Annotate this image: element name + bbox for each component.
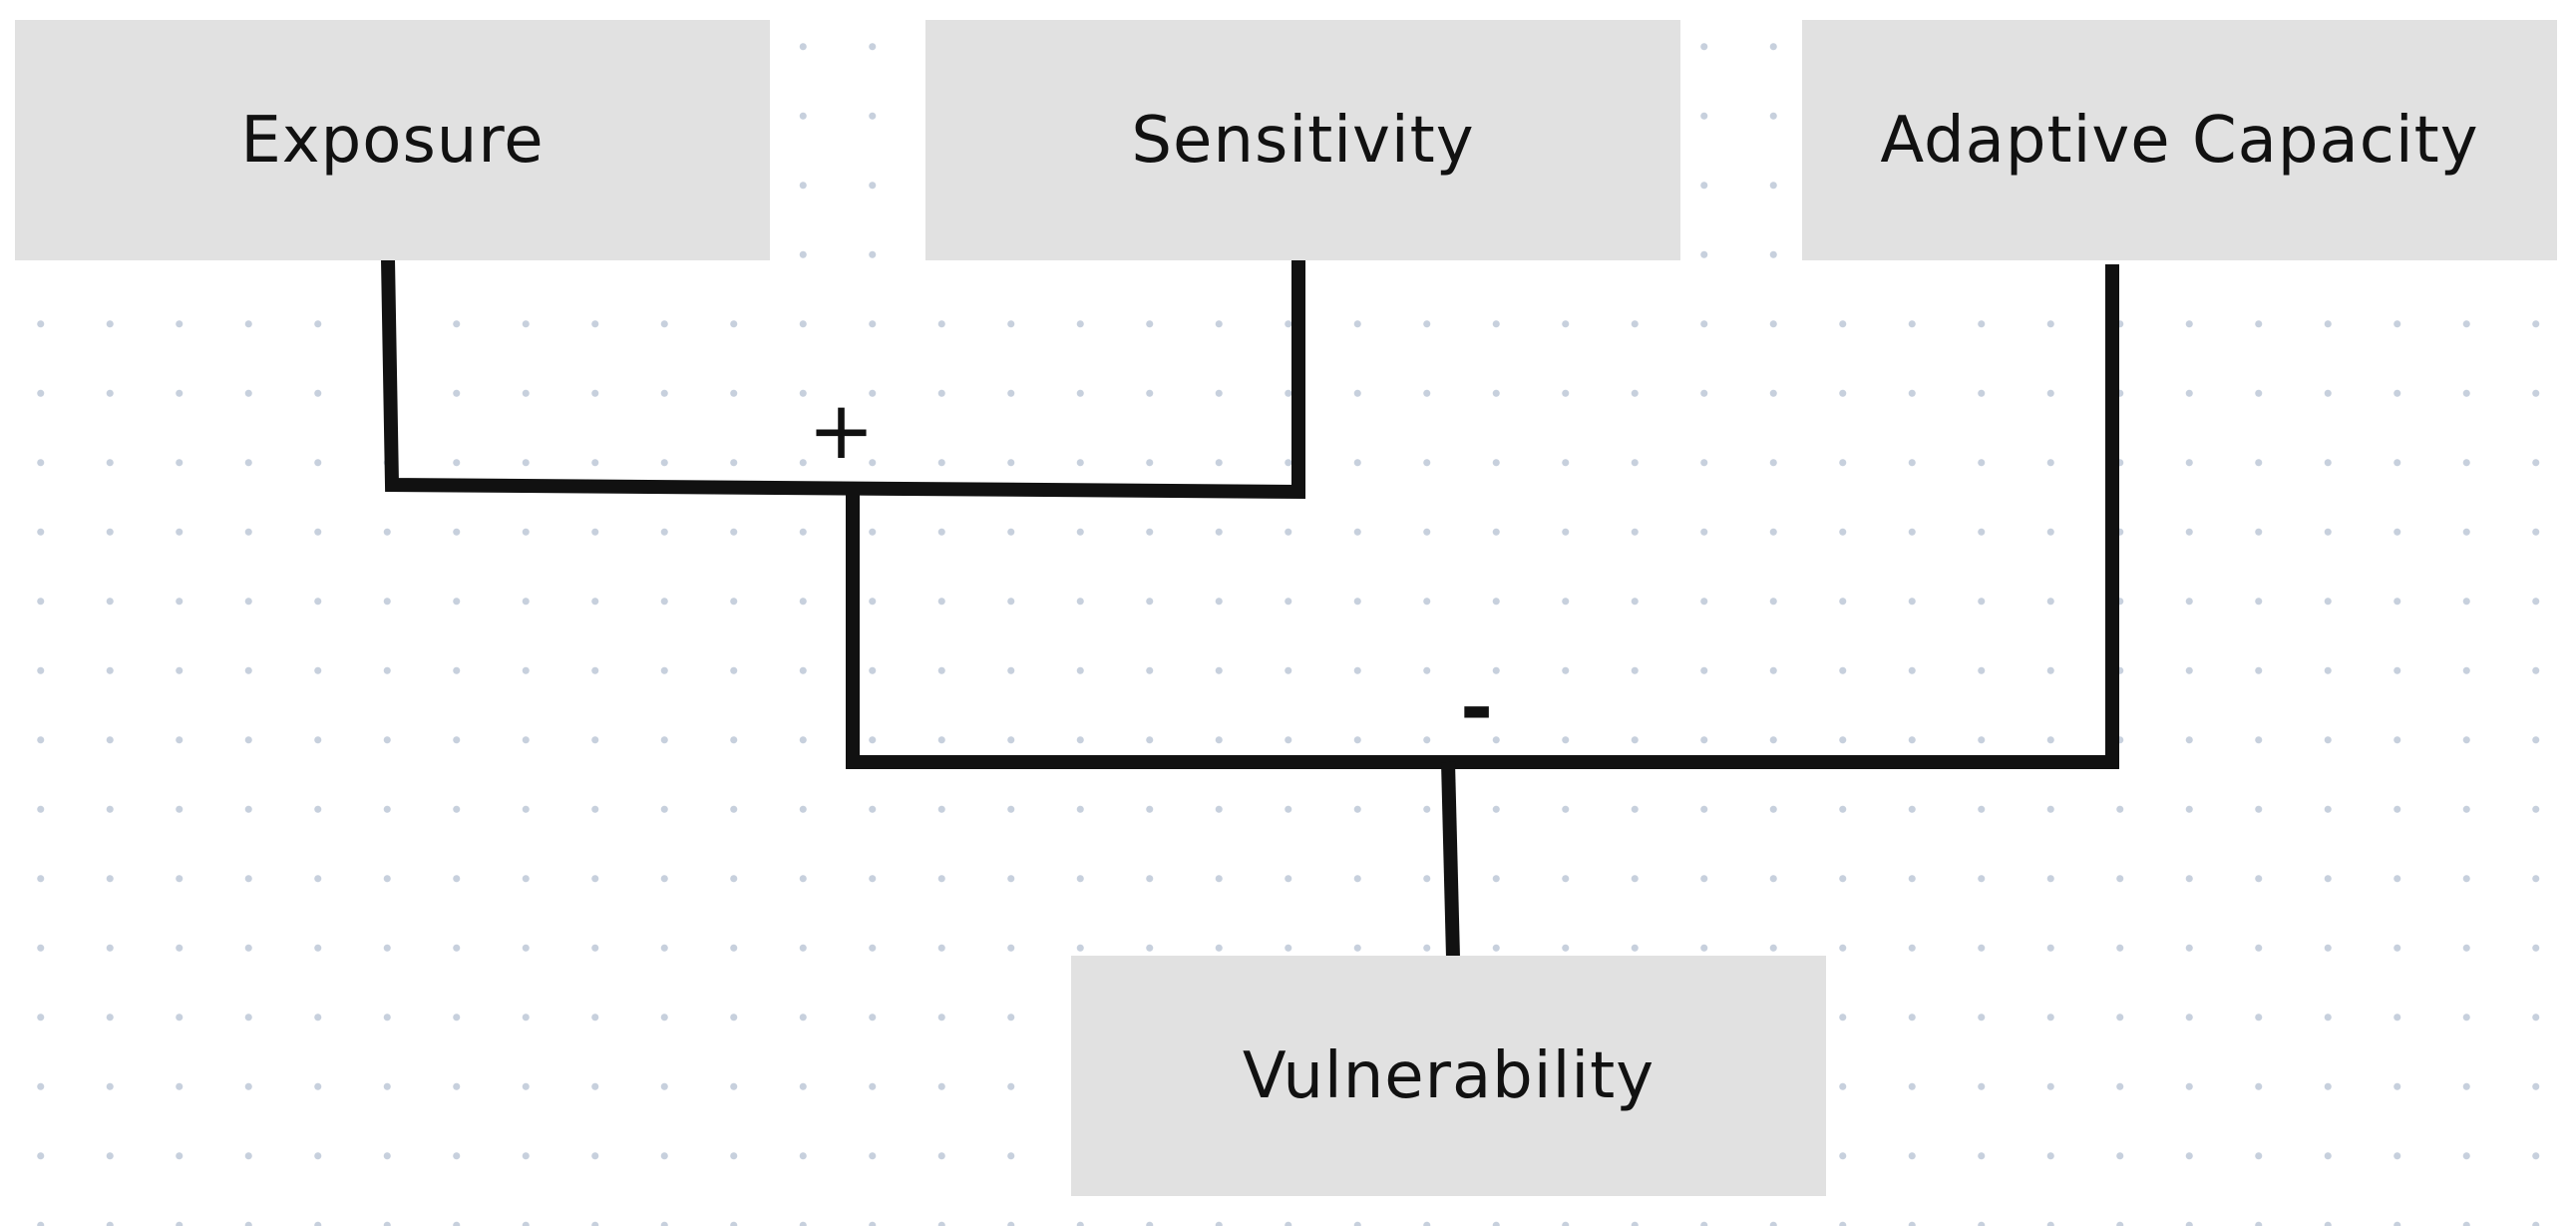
vulnerability-box: Vulnerability (1071, 956, 1826, 1196)
adaptive-capacity-label: Adaptive Capacity (1880, 103, 2479, 178)
connector-to-vulnerability (1441, 761, 1460, 959)
plus-operator: + (808, 384, 876, 477)
sensitivity-label: Sensitivity (1131, 103, 1475, 178)
vulnerability-label: Vulnerability (1242, 1038, 1656, 1113)
exposure-box: Exposure (15, 20, 770, 260)
minus-operator: - (1460, 661, 1494, 754)
adaptive-capacity-box: Adaptive Capacity (1802, 20, 2557, 260)
connector-sum-to-minus (846, 264, 2119, 769)
connector-exposure-sensitivity-plus (381, 258, 1305, 500)
exposure-label: Exposure (240, 103, 545, 178)
sensitivity-box: Sensitivity (925, 20, 1680, 260)
